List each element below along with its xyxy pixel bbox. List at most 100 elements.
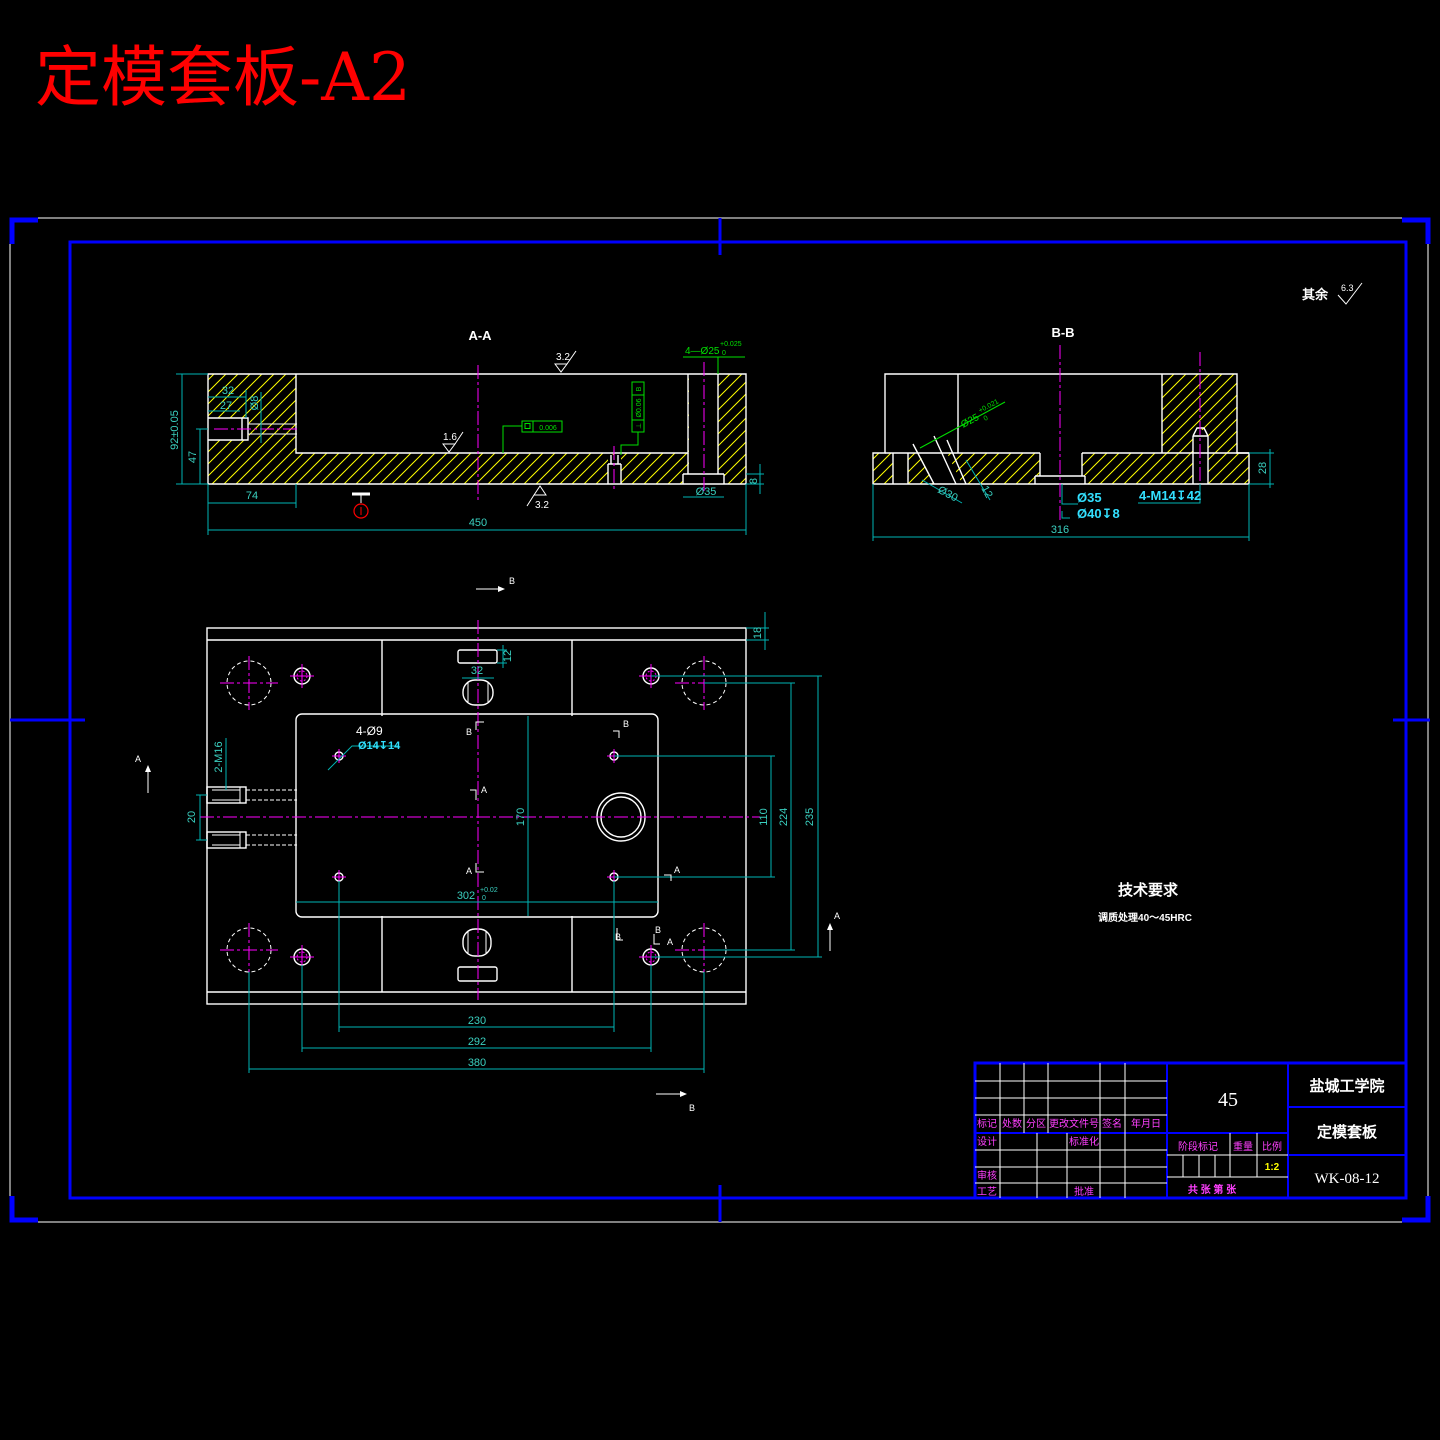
cavity-pocket — [295, 713, 659, 918]
section-bb-line — [919, 453, 962, 484]
dim-32-plan: 32 — [471, 665, 483, 677]
tb-weight: 重量 — [1233, 1140, 1253, 1153]
tech-req-heading: 技术要求 — [1118, 881, 1179, 899]
technical-requirements: 技术要求 调质处理40～45HRC — [1098, 881, 1192, 924]
flatness-tolerance-line — [524, 423, 531, 429]
flatness-tolerance-line — [502, 421, 534, 453]
marker-a-2: A — [466, 866, 472, 876]
section-bb-dimensions-line — [919, 401, 1006, 449]
section-aa-dimensions-line — [207, 484, 747, 535]
section-aa-roughness-line — [554, 350, 577, 373]
marker-b-4: B — [655, 925, 661, 935]
flatness-value: 0.006 — [539, 425, 557, 432]
hole-tol-lower-bb: 0 — [983, 415, 990, 423]
tb-hdr-mark: 标记 — [977, 1118, 997, 1130]
tb-design: 设计 — [977, 1135, 997, 1148]
plan-dimensions-line — [614, 755, 775, 878]
cooling-slots-line — [467, 932, 487, 953]
plan-outline-line — [207, 639, 746, 993]
tb-review: 审核 — [977, 1169, 997, 1182]
cbore-phi35: Ø35 — [1077, 490, 1102, 505]
plan-dimensions: 18 12 32 170 110 224 235 20 2-M16 4-Ø9 Ø… — [186, 612, 822, 1073]
cooling-slots-line — [467, 683, 489, 702]
dim-170: 170 — [515, 808, 527, 826]
section-aa-roughness: 3.2 1.6 3.2 — [442, 350, 577, 511]
section-aa-dimensions-line — [746, 464, 764, 494]
drawing-frame-line — [10, 218, 1430, 1222]
dim-110: 110 — [758, 808, 770, 826]
marker-a-3: A — [674, 865, 680, 875]
marker-b-3: B — [615, 932, 621, 942]
hole-tol-upper: +0.025 — [720, 341, 742, 348]
plan-dimensions-line — [497, 645, 507, 668]
marker-a-4: A — [667, 937, 673, 947]
tb-material: 45 — [1218, 1089, 1238, 1111]
tb-hdr-date: 年月日 — [1131, 1117, 1161, 1130]
section-aa-dimensions-line — [208, 390, 247, 418]
section-aa-outline-line — [295, 374, 689, 454]
plan-dimensions-line — [301, 965, 652, 1052]
tb-hdr-zone: 分区 — [1026, 1118, 1046, 1130]
plan-dimensions-line — [248, 972, 705, 1073]
drawing-title: 定模套板-A2 — [35, 39, 411, 116]
section-bb-outline-line — [885, 374, 1249, 454]
section-bb-label: B-B — [1051, 325, 1074, 340]
arrow-label-b-top: B — [509, 576, 515, 586]
tech-req-item: 调质处理40～45HRC — [1098, 911, 1192, 924]
arrow-label-a-right: A — [834, 911, 840, 921]
dim-phi35: Ø35 — [696, 486, 717, 498]
title-block-line — [973, 1061, 1408, 1200]
cutting-plane-arrows: B B A A — [135, 576, 840, 1113]
dim-74: 74 — [246, 490, 258, 502]
tb-stage-mark: 阶段标记 — [1178, 1140, 1218, 1153]
dim-18: 18 — [752, 627, 764, 639]
perpendicularity-tolerance-line — [620, 394, 644, 455]
dim-302: 302 — [457, 890, 475, 902]
section-bb-dimensions-line — [1061, 484, 1078, 519]
plan-dimensions-line — [338, 881, 615, 1032]
plan-view: 18 12 32 170 110 224 235 20 2-M16 4-Ø9 Ø… — [135, 576, 840, 1113]
title-block-line — [1167, 1133, 1288, 1178]
tb-hdr-sign: 签名 — [1102, 1117, 1122, 1130]
dim-235: 235 — [804, 808, 816, 826]
hole-callout-aa: 4—Ø25 +0.025 0 — [683, 341, 745, 374]
section-aa-roughness-line — [442, 431, 464, 453]
marker-b-2: B — [623, 719, 629, 729]
tb-standardization: 标准化 — [1069, 1135, 1099, 1148]
plan-outline-line — [206, 627, 747, 1005]
section-bb-outline-line — [912, 435, 967, 485]
tb-sheets: 共 张 第 张 — [1188, 1183, 1237, 1196]
tb-scale: 1:2 — [1265, 1162, 1280, 1173]
dim-28: 28 — [1257, 462, 1269, 474]
arrow-label-a-left: A — [135, 754, 141, 764]
cutting-plane-arrows-line — [827, 923, 833, 930]
title-block-line — [975, 1063, 1167, 1133]
dim-47: 47 — [187, 451, 199, 463]
section-bb-centerlines-line — [1059, 345, 1201, 520]
section-bb-line — [1040, 453, 1082, 476]
surface-rest-label: 其余 — [1302, 287, 1329, 302]
plan-centerlines-line — [200, 620, 760, 1000]
section-aa: A-A 92±0.05 47 32 27 Ø8 74 — [169, 328, 764, 535]
cutting-plane-arrows-line — [680, 1091, 687, 1097]
perpendicularity-tolerance: ⊥ Ø0.06 B — [620, 381, 645, 455]
drawing-frame — [9, 217, 1431, 1223]
tb-hdr-count: 处数 — [1002, 1117, 1022, 1130]
cooling-slots-line — [462, 928, 492, 957]
section-bb-dimensions: 28 316 Ø25 +0.021 0 Ø30 12 Ø35 Ø40↧8 4-M… — [872, 398, 1274, 541]
perp-datum: B — [636, 386, 643, 391]
title-block-line — [975, 1063, 1406, 1198]
drawing-frame-line — [9, 217, 1431, 1223]
section-bb-dimensions-line — [1138, 484, 1201, 504]
dim-phi8: Ø8 — [249, 396, 261, 411]
tb-process: 工艺 — [977, 1186, 997, 1198]
section-bb-dimensions-line — [921, 459, 991, 504]
marker-a-1: A — [481, 785, 487, 795]
plan-centerlines — [200, 620, 760, 1000]
dim-height: 92±0.05 — [169, 410, 181, 450]
dim-302-lower: 0 — [482, 895, 486, 902]
plan-dimensions-line — [327, 745, 398, 771]
tb-hdr-change-doc: 更改文件号 — [1049, 1117, 1099, 1130]
surface-rest-value: 6.3 — [1341, 283, 1354, 293]
tb-scale-label: 比例 — [1262, 1140, 1282, 1153]
